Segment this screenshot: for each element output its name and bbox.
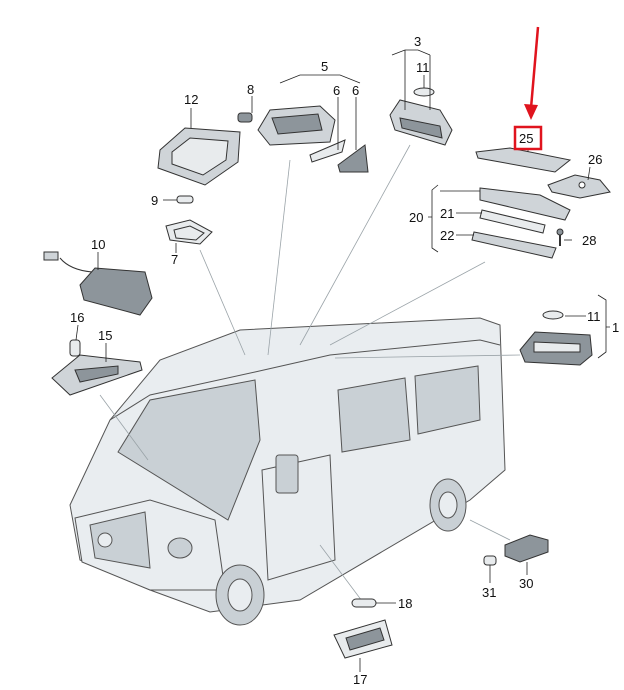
grille [89,511,151,569]
part-17-step-lamp [333,619,393,659]
part-8-bulb [237,112,253,123]
label-22: 22 [440,228,454,243]
label-5: 5 [321,59,328,74]
label-21: 21 [440,206,454,221]
side-window-2 [414,365,481,435]
label-1: 1 [612,320,619,335]
label-11-top: 11 [416,60,430,75]
part-5-interior-light [257,105,336,146]
part-22-cover [471,231,557,259]
part-25-strip [475,147,572,173]
part-6-lens-b [337,144,369,173]
part-9-bulb [176,195,194,204]
label-leaders [75,49,610,672]
label-17: 17 [353,672,367,687]
highlight-arrow [524,26,540,120]
label-6-a: 6 [333,83,340,98]
part-11-bulb-right [542,310,564,320]
label-3: 3 [414,34,421,49]
part-21-tube [479,209,546,234]
part-26-bracket [547,174,611,199]
label-26: 26 [588,152,602,167]
label-10: 10 [91,237,105,252]
label-8: 8 [247,82,254,97]
part-12-bezel-frame [157,127,241,186]
label-16: 16 [70,310,84,325]
part-6-lens-a [309,139,346,163]
part-3-roof-light [389,99,453,146]
label-20: 20 [409,210,423,225]
label-28: 28 [582,233,596,248]
part-labels: 3 11 5 6 6 8 12 9 7 10 16 15 25 26 20 21… [70,34,619,687]
label-25: 25 [519,131,533,146]
part-1-interior-lamp [519,331,593,366]
part-31-bulb [483,555,497,566]
label-31: 31 [482,585,496,600]
leader-rays [99,144,521,606]
mirror [275,454,299,494]
part-28-screw [556,228,564,246]
label-6-b: 6 [352,83,359,98]
part-15-lamp [51,354,143,396]
part-30-switch-unit [504,534,549,563]
label-15: 15 [98,328,112,343]
label-7: 7 [171,252,178,267]
highlight-box-25 [513,125,543,151]
part-16-bulb [69,339,81,357]
label-9: 9 [151,193,158,208]
side-window-1 [337,377,411,453]
badge [97,532,113,548]
part-10-harness-unit [43,251,153,316]
label-12: 12 [184,92,198,107]
headlight [167,537,193,559]
part-7-lens-frame [165,219,213,245]
part-20-light-strip [479,187,571,221]
label-11-right: 11 [587,309,601,324]
part-11-bulb-top [413,87,435,97]
label-18: 18 [398,596,412,611]
van-illustration [69,317,506,626]
part-18-bulb [351,598,377,608]
label-30: 30 [519,576,533,591]
windshield [117,379,261,521]
